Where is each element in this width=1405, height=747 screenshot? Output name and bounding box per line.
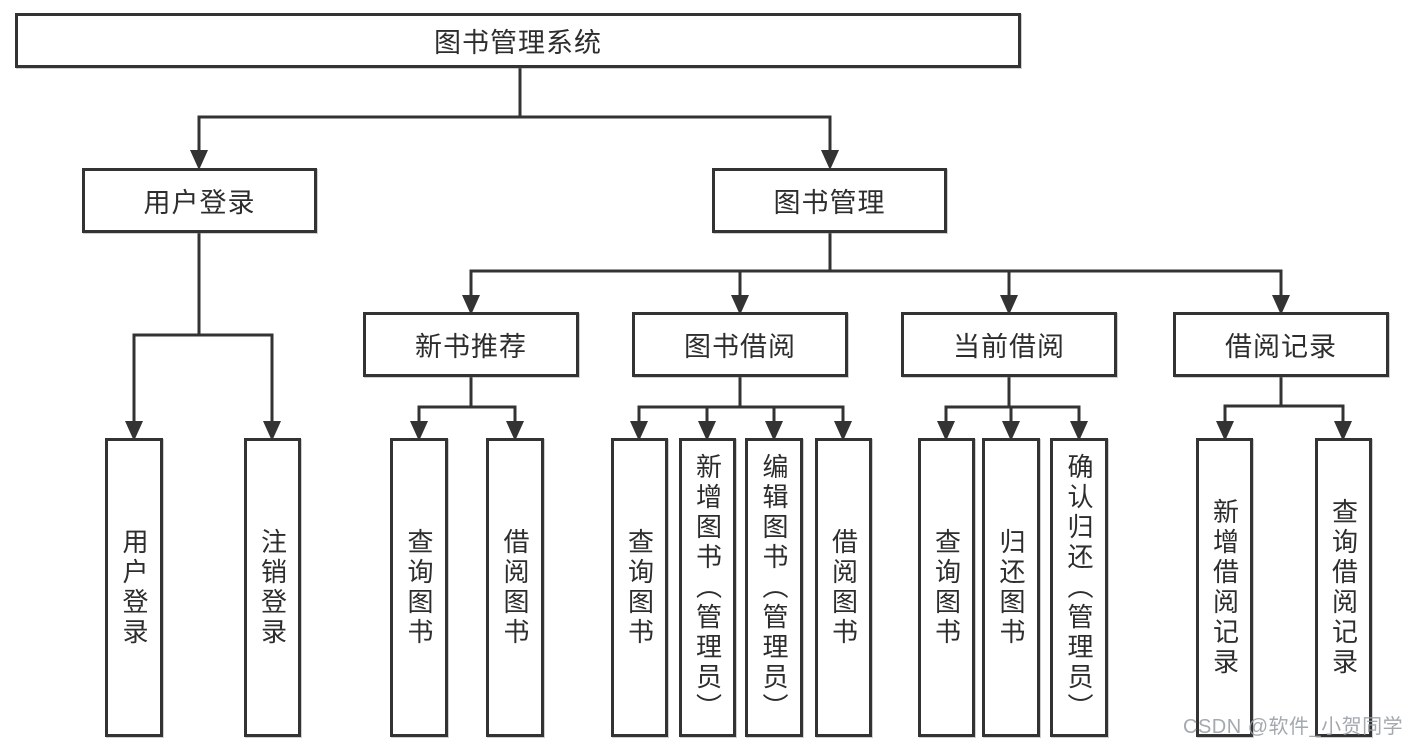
leaf-records-query-record-label: 查询借阅记录 [1328,497,1359,678]
leaf-logout-label: 注销登录 [257,527,288,648]
leaf-newbook-query-books-label: 查询图书 [404,527,434,648]
leaf-records-query-record: 查询借阅记录 [1315,438,1372,737]
leaf-logout: 注销登录 [244,438,301,737]
leaf-newbook-query-books: 查询图书 [390,438,448,737]
leaf-newbook-borrow-books-label: 借阅图书 [500,527,530,648]
leaf-current-return-books: 归还图书 [982,438,1040,737]
node-user-login-label: 用户登录 [143,188,256,218]
leaf-borrow-query-books-label: 查询图书 [624,527,655,648]
node-book-borrow: 图书借阅 [632,312,848,377]
leaf-borrow-edit-books-admin: 编辑图书（管理员） [745,438,803,737]
node-book-borrow-label: 图书借阅 [684,332,796,362]
leaf-borrow-borrow-books: 借阅图书 [815,438,872,737]
node-root-system: 图书管理系统 [15,13,1021,68]
node-borrow-records: 借阅记录 [1173,312,1389,377]
leaf-current-confirm-return-admin-label: 确认归还（管理员） [1064,452,1094,723]
node-new-book-recommend-label: 新书推荐 [415,332,527,362]
node-book-management-label: 图书管理 [773,188,886,218]
leaf-user-login-label: 用户登录 [119,527,149,648]
leaf-borrow-add-books-admin-label: 新增图书（管理员） [692,452,723,723]
leaf-borrow-query-books: 查询图书 [611,438,668,737]
node-current-borrow-label: 当前借阅 [953,332,1065,362]
node-current-borrow: 当前借阅 [901,312,1117,377]
watermark: CSDN @软件_小贺同学 [1183,716,1404,738]
leaf-current-return-books-label: 归还图书 [996,527,1026,648]
node-user-login: 用户登录 [82,168,317,233]
arrowheads [125,150,1352,441]
leaf-borrow-borrow-books-label: 借阅图书 [828,527,859,648]
node-root-label: 图书管理系统 [434,28,602,58]
leaf-current-confirm-return-admin: 确认归还（管理员） [1050,438,1108,737]
node-borrow-records-label: 借阅记录 [1225,332,1337,362]
leaf-borrow-add-books-admin: 新增图书（管理员） [679,438,736,737]
leaf-user-login: 用户登录 [105,438,163,737]
leaf-records-add-record-label: 新增借阅记录 [1209,497,1240,678]
leaf-newbook-borrow-books: 借阅图书 [486,438,544,737]
leaf-records-add-record: 新增借阅记录 [1196,438,1253,737]
leaf-current-query-books-label: 查询图书 [931,527,962,648]
leaf-borrow-edit-books-admin-label: 编辑图书（管理员） [759,452,789,723]
node-new-book-recommend: 新书推荐 [363,312,579,377]
leaf-current-query-books: 查询图书 [918,438,975,737]
node-book-management: 图书管理 [712,168,947,233]
